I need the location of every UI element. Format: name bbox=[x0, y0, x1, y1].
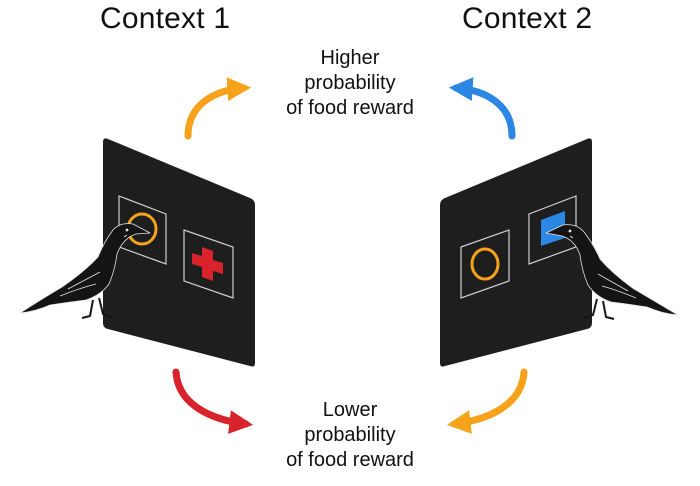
context1-red-cross-icon bbox=[192, 247, 223, 281]
context2-left-window bbox=[460, 229, 510, 299]
higher-probability-label: Higher probability of food reward bbox=[265, 46, 435, 121]
context1-panel bbox=[103, 138, 255, 367]
context1-crow-icon bbox=[19, 223, 151, 319]
context-1-title: Context 1 bbox=[100, 2, 231, 35]
context1-higher-arrow bbox=[184, 77, 252, 140]
context2-panel bbox=[440, 138, 592, 367]
higher-line-1: Higher bbox=[320, 47, 380, 69]
lower-line-2: probability bbox=[304, 424, 396, 446]
higher-line-2: probability bbox=[304, 72, 396, 94]
lower-line-1: Lower bbox=[322, 399, 378, 421]
context2-higher-arrow bbox=[448, 77, 516, 140]
context-2-title: Context 2 bbox=[462, 2, 593, 35]
higher-line-3: of food reward bbox=[286, 97, 414, 119]
context2-orange-circle-icon bbox=[470, 247, 500, 281]
lower-line-3: of food reward bbox=[286, 449, 414, 471]
context2-blue-square-icon bbox=[541, 211, 565, 246]
context2-lower-arrow bbox=[446, 368, 528, 434]
context1-right-window bbox=[183, 229, 234, 299]
lower-probability-label: Lower probability of food reward bbox=[265, 398, 435, 473]
context1-lower-arrow bbox=[172, 368, 254, 434]
context2-crow-icon bbox=[545, 224, 679, 320]
